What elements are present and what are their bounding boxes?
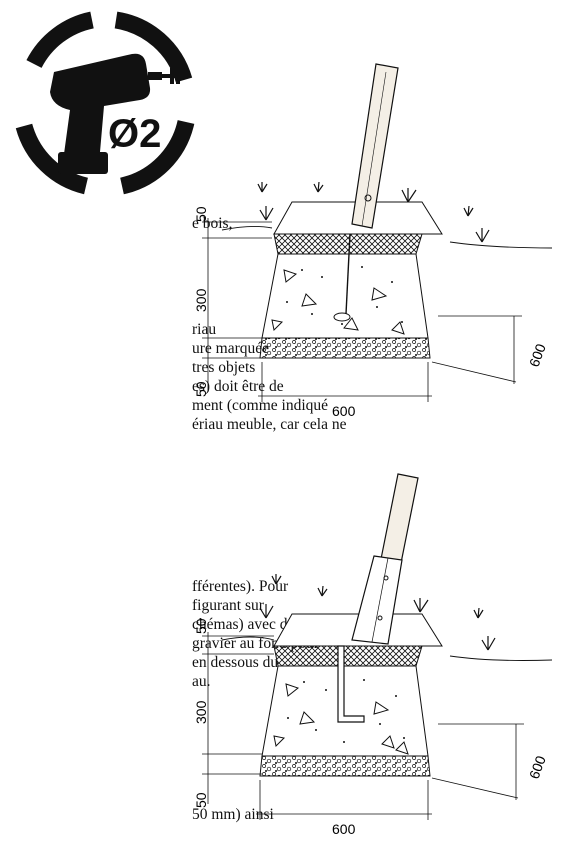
grass-tufts <box>257 181 490 243</box>
dim-middle-label: 300 <box>193 700 209 724</box>
footing-diagram-top: 50 300 50 600 600 <box>193 63 553 419</box>
dim-depth-label: 600 <box>526 341 549 369</box>
text-line: au. <box>192 673 211 690</box>
text-line: figurant sur <box>192 597 264 614</box>
wooden-post-in-metal-sleeve <box>351 473 419 645</box>
text-line: en dessous du <box>192 654 279 671</box>
l-bracket-anchor <box>337 645 365 723</box>
drill-badge: Ø2 <box>15 11 195 195</box>
dim-bottom-label: 50 <box>193 381 209 397</box>
cordless-drill-icon <box>50 53 186 174</box>
footing-diagram-bottom: 50 300 50 600 600 <box>193 473 553 837</box>
text-line: ériau meuble, car cela ne <box>192 416 347 433</box>
text-line: es) doit être de <box>192 378 284 395</box>
text-line: ure marquée <box>192 340 270 357</box>
dim-bottom-label: 50 <box>193 792 209 808</box>
grass-tufts <box>259 574 496 651</box>
dim-width-label: 600 <box>332 821 356 837</box>
text-line: riau <box>192 321 217 338</box>
drill-bit-size-label: Ø2 <box>108 112 161 156</box>
wooden-post <box>351 63 399 229</box>
text-line: e bois, <box>192 215 233 232</box>
concrete-texture <box>287 679 405 743</box>
text-line: chémas) avec de <box>192 616 295 633</box>
dim-middle-label: 300 <box>193 288 209 312</box>
dim-top-label: 50 <box>193 618 209 634</box>
concrete-texture <box>286 266 403 325</box>
text-line: fférentes). Pour <box>192 578 289 595</box>
text-line: 50 mm) ainsi <box>192 806 274 823</box>
dim-top-label: 50 <box>193 206 209 222</box>
dim-depth-label: 600 <box>526 753 549 781</box>
dim-width-label: 600 <box>332 403 356 419</box>
text-line: ment (comme indiqué <box>192 397 329 414</box>
